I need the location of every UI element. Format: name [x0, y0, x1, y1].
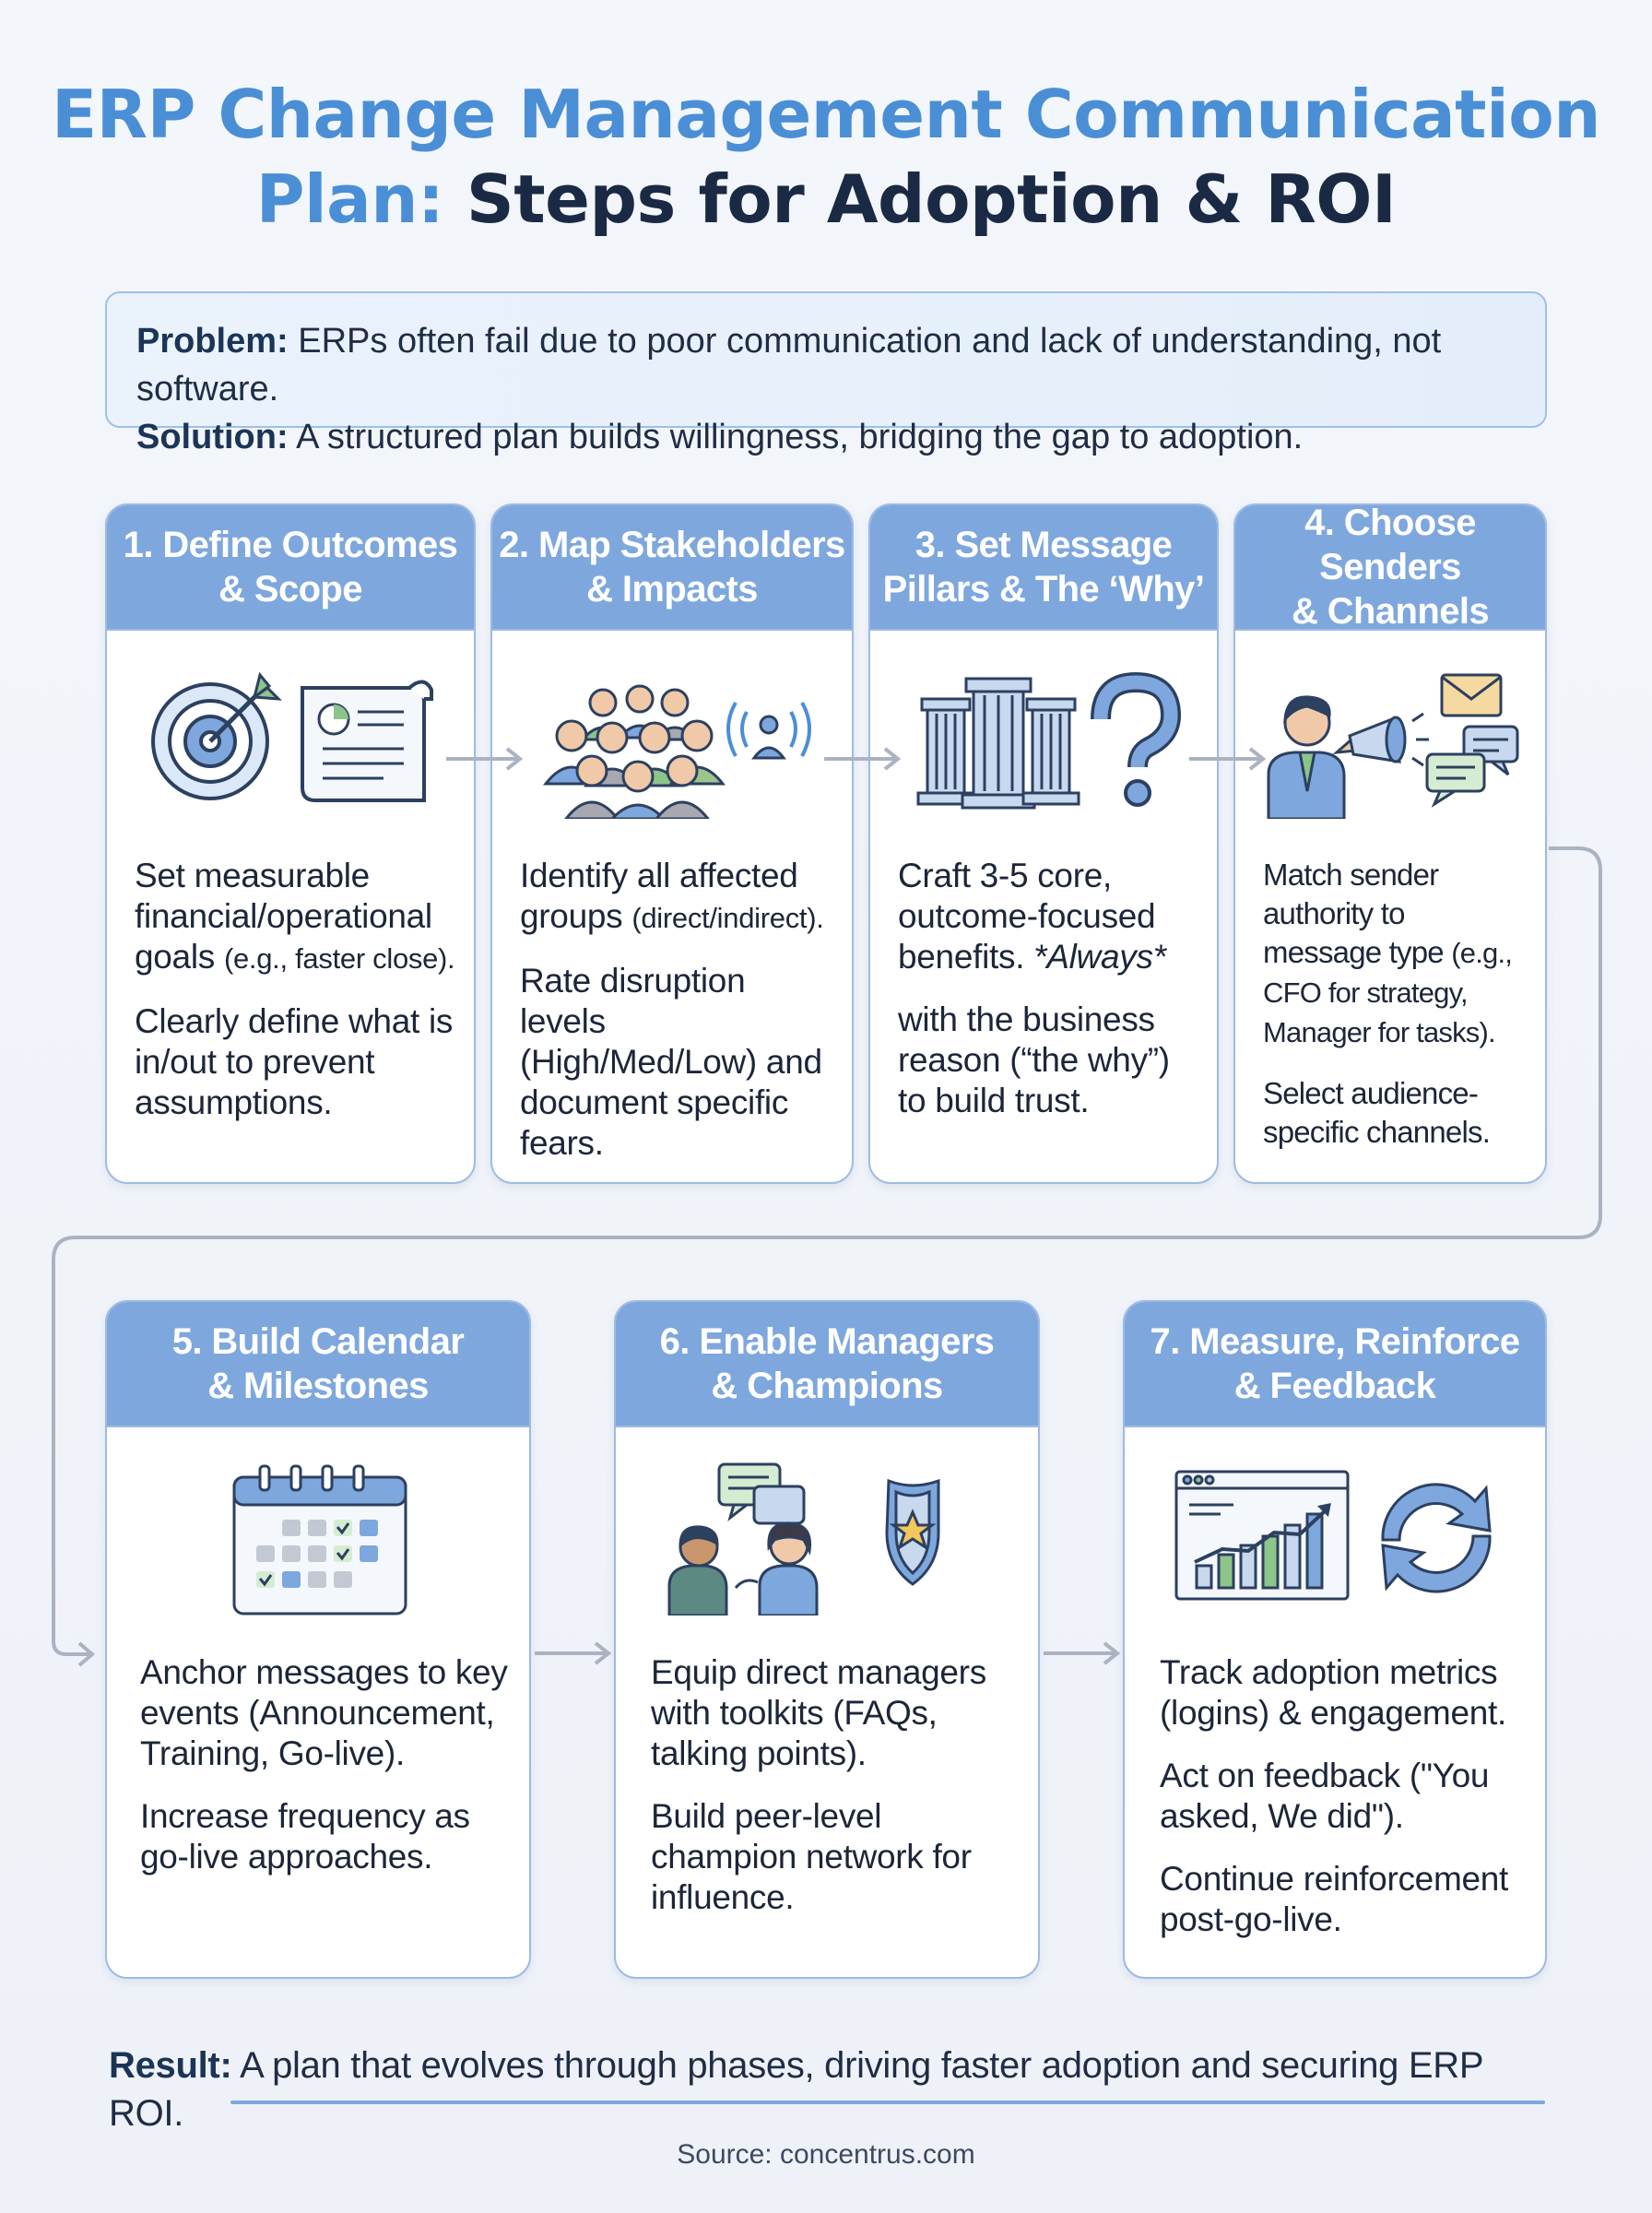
- connector-arrow-icon: [52, 846, 1602, 1667]
- result-underline: [230, 2101, 1545, 2104]
- step-2-body: Identify all affected groups (direct/ind…: [520, 856, 837, 1182]
- arrow-right-icon: [535, 1641, 612, 1665]
- title-line-1: ERP Change Management Communication: [51, 76, 1601, 153]
- step-card-5: 5. Build Calendar& Milestones: [105, 1300, 531, 1979]
- step-3-text-2: with the business reason (“the why”) to …: [898, 1000, 1170, 1119]
- source-credit: Source: concentrus.com: [677, 2139, 975, 2170]
- step-5-header: 5. Build Calendar& Milestones: [107, 1302, 529, 1427]
- step-6-text-1: Equip direct managers with toolkits (FAQ…: [651, 1653, 986, 1772]
- conversation-shield-icon: [616, 1459, 1038, 1617]
- step-card-1: 1. Define Outcomes& Scope Set measurable…: [105, 503, 476, 1184]
- step-2-text-2: Rate disruption levels (High/Med/Low) an…: [520, 962, 822, 1162]
- solution-line: Solution: A structured plan builds willi…: [136, 418, 1304, 456]
- people-group-icon: [492, 662, 852, 821]
- step-card-2: 2. Map Stakeholders& Impacts Identify al…: [490, 503, 854, 1184]
- page-title: ERP Change Management Communication Plan…: [0, 72, 1652, 242]
- step-7-text-3: Continue reinforcement post-go-live.: [1160, 1860, 1508, 1938]
- step-4-text-2: Select audience-specific channels.: [1263, 1076, 1491, 1149]
- step-1-body: Set measurable financial/operational goa…: [135, 856, 459, 1145]
- step-5-body: Anchor messages to key events (Announcem…: [140, 1652, 514, 1899]
- step-2-text-1: Identify all affected groups (direct/ind…: [520, 857, 824, 935]
- pillars-question-icon: [870, 662, 1217, 819]
- step-7-text-2: Act on feedback ("You asked, We did").: [1160, 1757, 1490, 1835]
- problem-solution-box: Problem: ERPs often fail due to poor com…: [105, 291, 1547, 456]
- step-7-body: Track adoption metrics (logins) & engage…: [1160, 1652, 1530, 1962]
- step-3-body: Craft 3-5 core, outcome-focused benefits…: [898, 856, 1202, 1143]
- arrow-right-icon: [1044, 1641, 1121, 1665]
- target-and-document-icon: [107, 662, 474, 819]
- step-4-header: 4. Choose Senders& Channels: [1235, 505, 1545, 632]
- step-card-6: 6. Enable Managers& Champions: [614, 1300, 1040, 1979]
- step-6-header: 6. Enable Managers& Champions: [616, 1302, 1038, 1427]
- step-5-text-2: Increase frequency as go-live approaches…: [140, 1797, 470, 1876]
- step-4-text-1: Match sender authority to message type (…: [1263, 858, 1513, 1048]
- step-card-4: 4. Choose Senders& Channels: [1233, 503, 1547, 1184]
- step-1-text-1: Set measurable financial/operational goa…: [135, 857, 455, 976]
- step-4-body: Match sender authority to message type (…: [1263, 856, 1530, 1174]
- title-line-2: Plan: Steps for Adoption & ROI: [255, 160, 1397, 238]
- step-card-7: 7. Measure, Reinforce& Feedback: [1123, 1300, 1547, 1979]
- arrow-right-icon: [446, 747, 524, 771]
- problem-line: Problem: ERPs often fail due to poor com…: [136, 322, 1442, 408]
- step-2-header: 2. Map Stakeholders& Impacts: [492, 505, 852, 631]
- result-line: Result: A plan that evolves through phas…: [109, 2045, 1483, 2134]
- step-7-header: 7. Measure, Reinforce& Feedback: [1125, 1302, 1545, 1427]
- step-6-body: Equip direct managers with toolkits (FAQ…: [651, 1652, 1023, 1940]
- step-7-text-1: Track adoption metrics (logins) & engage…: [1160, 1653, 1506, 1732]
- arrow-right-icon: [1189, 747, 1267, 771]
- arrow-right-icon: [824, 747, 902, 771]
- step-1-text-2: Clearly define what is in/out to prevent…: [135, 1002, 454, 1121]
- dashboard-refresh-icon: [1125, 1459, 1545, 1615]
- step-3-text-1: Craft 3-5 core, outcome-focused benefits…: [898, 857, 1166, 976]
- calendar-icon: [107, 1459, 529, 1615]
- step-6-text-2: Build peer-level champion network for in…: [651, 1797, 972, 1916]
- step-1-header: 1. Define Outcomes& Scope: [107, 505, 474, 631]
- megaphone-channels-icon: [1235, 662, 1545, 821]
- step-5-text-1: Anchor messages to key events (Announcem…: [140, 1653, 508, 1772]
